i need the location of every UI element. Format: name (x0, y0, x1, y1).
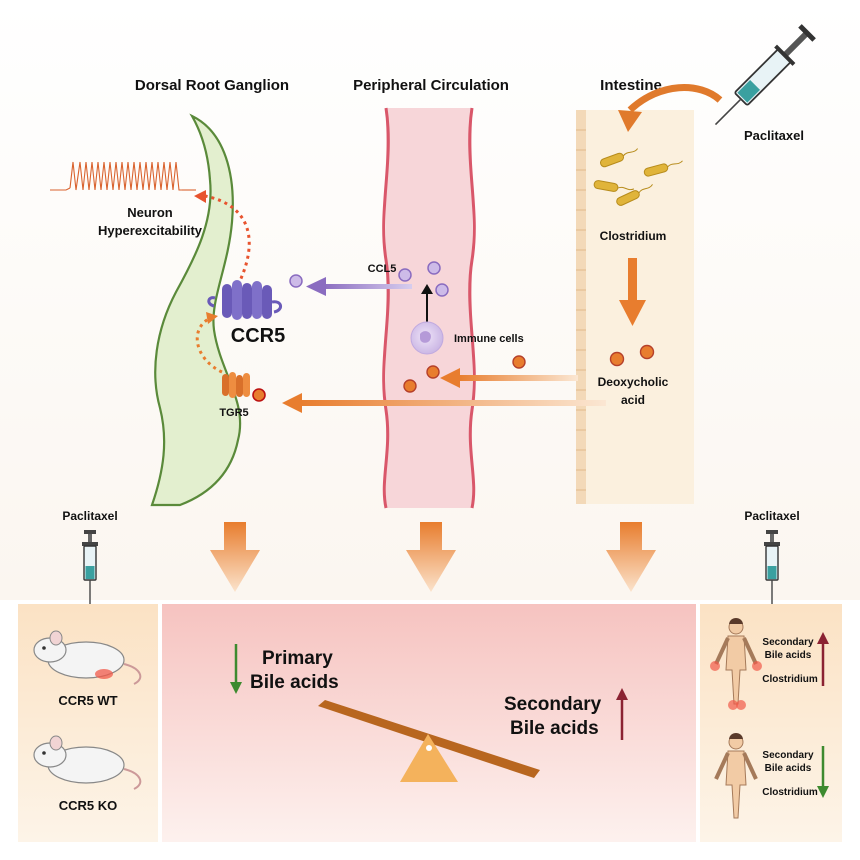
ccr5-receptor (207, 280, 282, 320)
blood-vessel (386, 108, 472, 508)
syringe-left-icon: Paclitaxel (62, 509, 118, 604)
big-arrow-intestine (606, 522, 656, 592)
deoxycholic-particles (609, 344, 655, 367)
ccr5-ko-label: CCR5 KO (59, 798, 118, 813)
immune-cells-label: Immune cells (454, 333, 524, 345)
seesaw-fulcrum (400, 734, 458, 782)
primary-label-line1: Primary (262, 648, 333, 669)
injection-arrow-head (618, 110, 642, 132)
bile-acid-arrow-to-tgr5-head (282, 393, 302, 413)
big-arrow-drg (210, 522, 260, 592)
human-figure-2-icon (714, 733, 758, 819)
immune-cell-nucleus (420, 331, 431, 343)
syringe-right-icon: Paclitaxel (744, 509, 800, 604)
secondary-label-line2: Bile acids (510, 718, 599, 739)
deoxycholic-label-line2: acid (621, 393, 645, 407)
secondary-up-arrow-head (616, 688, 628, 700)
bile-acid-arrow-to-tgr5-shaft (300, 400, 606, 406)
intestine-arrow-shaft (628, 258, 637, 302)
ganglion-shape (150, 113, 242, 507)
mouse-ko-icon (33, 735, 142, 790)
drg-title: Dorsal Root Ganglion (135, 77, 289, 94)
human2-secondary-line2: Bile acids (765, 763, 812, 774)
neuron-label-line2: Hyperexcitability (98, 223, 203, 238)
vessel-wall-left (382, 107, 390, 509)
human2-down-arrow-head (817, 786, 829, 798)
big-arrow-circulation (406, 522, 456, 592)
paclitaxel-label-top: Paclitaxel (744, 128, 804, 143)
circulation-title: Peripheral Circulation (353, 77, 509, 94)
injection-arrow (627, 84, 723, 113)
dotted-arrow-tgr5-to-ccr5 (195, 316, 223, 374)
ccl5-arrow-shaft (322, 284, 412, 289)
seesaw-pivot (426, 745, 432, 751)
human1-secondary-line2: Bile acids (765, 650, 812, 661)
secretion-arrow-head (421, 284, 433, 294)
ccl5-molecules (289, 261, 449, 297)
dotted-arrow-head-ccr5 (206, 312, 218, 324)
bile-acid-arrow-to-vessel-head (440, 368, 460, 388)
intestine-arrow-head (619, 300, 646, 326)
secondary-label-line1: Secondary (504, 694, 602, 715)
vessel-wall-right (468, 107, 476, 509)
paclitaxel-label-left: Paclitaxel (62, 509, 117, 523)
human2-secondary-line1: Secondary (762, 750, 814, 761)
syringe-icon (714, 24, 816, 126)
tgr5-receptor (222, 372, 250, 398)
dotted-arrow-head-neuron (194, 190, 206, 203)
human1-clostridium: Clostridium (762, 674, 818, 685)
intestine-wall-cells (576, 129, 586, 491)
action-potential-trace (50, 161, 196, 191)
human1-secondary-line1: Secondary (762, 637, 814, 648)
clostridium-bacteria (593, 148, 683, 206)
neuron-label-line1: Neuron (127, 205, 173, 220)
ccl5-label: CCL5 (368, 263, 397, 275)
center-panel (162, 604, 696, 842)
paclitaxel-label-right: Paclitaxel (744, 509, 799, 523)
primary-down-arrow-head (230, 682, 242, 694)
deoxycholic-label-line1: Deoxycholic (598, 375, 669, 389)
human2-clostridium: Clostridium (762, 787, 818, 798)
tgr5-bound-bile-acid (252, 388, 266, 402)
ccr5-wt-label: CCR5 WT (58, 693, 117, 708)
ccr5-label: CCR5 (231, 325, 285, 347)
mouse-wt-icon (33, 630, 142, 685)
bile-acid-particles-vessel (403, 355, 526, 393)
tgr5-label: TGR5 (219, 407, 248, 419)
primary-label-line2: Bile acids (250, 672, 339, 693)
human-figure-1-icon (710, 618, 762, 710)
bile-acid-arrow-to-vessel-shaft (458, 375, 578, 381)
intestine-title: Intestine (600, 77, 662, 94)
intestine-wall (576, 110, 586, 504)
human1-up-arrow-head (817, 632, 829, 644)
dotted-arrow-to-neuron (204, 194, 251, 286)
ccl5-arrow-head (306, 277, 326, 296)
clostridium-label: Clostridium (600, 229, 667, 243)
